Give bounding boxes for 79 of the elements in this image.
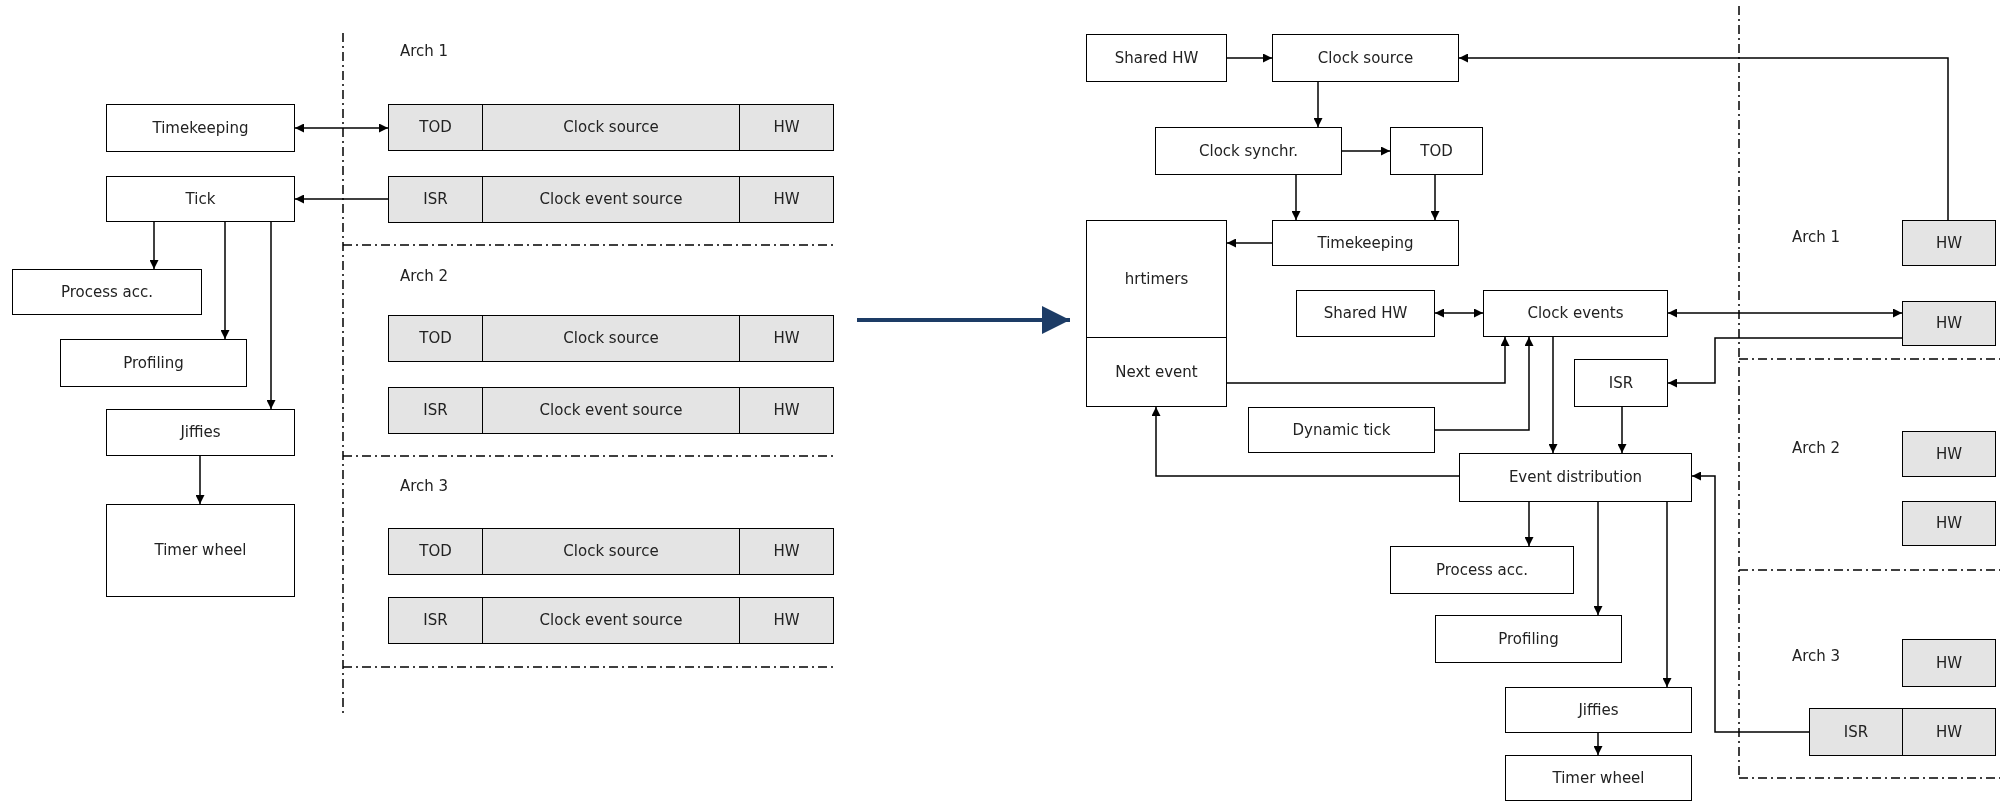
arrow (1226, 53, 1273, 63)
arrow (1313, 81, 1323, 128)
arrow (1226, 336, 1510, 384)
arrow (1524, 501, 1534, 547)
arrow (1341, 146, 1391, 156)
process-box: Clock synchr. (1155, 127, 1342, 175)
hardware-box: Clock event source (482, 597, 740, 644)
process-box: hrtimers (1086, 220, 1227, 338)
region-label: Arch 2 (1792, 439, 1841, 458)
hardware-box: ISR (1809, 708, 1903, 756)
region-label: Arch 2 (400, 267, 449, 286)
hardware-box: HW (1902, 431, 1996, 477)
hardware-box: HW (739, 315, 834, 362)
hardware-box: HW (1902, 220, 1996, 266)
process-box: Shared HW (1296, 290, 1435, 337)
hardware-box: Clock source (482, 528, 740, 575)
process-box: ISR (1574, 359, 1668, 407)
hardware-box: ISR (388, 597, 483, 644)
arrow (1617, 406, 1627, 454)
hardware-box: HW (1902, 501, 1996, 546)
process-box: Shared HW (1086, 34, 1227, 82)
arrow (1593, 732, 1603, 756)
hardware-box: TOD (388, 528, 483, 575)
hardware-box: HW (1902, 301, 1996, 346)
hardware-box: TOD (388, 104, 483, 151)
region-label: Arch 3 (400, 477, 449, 496)
arrow (1434, 336, 1534, 431)
arrow (195, 455, 205, 505)
hardware-box: TOD (388, 315, 483, 362)
arrow (1662, 501, 1672, 688)
arrow (220, 221, 230, 340)
arrow (1151, 406, 1460, 477)
arrow (1548, 336, 1558, 454)
arrow (149, 221, 159, 270)
arrow (1226, 238, 1273, 248)
arrow (294, 123, 389, 133)
hardware-box: HW (1902, 708, 1996, 756)
hardware-box: HW (739, 528, 834, 575)
hardware-box: HW (739, 176, 834, 223)
region-label: Arch 1 (1792, 228, 1841, 247)
process-box: Clock source (1272, 34, 1459, 82)
arrow (1458, 53, 1949, 221)
hardware-box: ISR (388, 387, 483, 434)
arrow (1667, 308, 1903, 318)
process-box: Process acc. (12, 269, 202, 315)
hardware-box: Clock event source (482, 387, 740, 434)
hardware-box: Clock source (482, 315, 740, 362)
process-box: Dynamic tick (1248, 407, 1435, 453)
hardware-box: Clock event source (482, 176, 740, 223)
hardware-box: Clock source (482, 104, 740, 151)
arrow (294, 194, 389, 204)
hardware-box: ISR (388, 176, 483, 223)
process-box: Timer wheel (1505, 755, 1692, 801)
process-box: Clock events (1483, 290, 1668, 337)
hardware-box: HW (739, 104, 834, 151)
hardware-box: HW (739, 387, 834, 434)
process-box: Timekeeping (1272, 220, 1459, 266)
process-box: Timekeeping (106, 104, 295, 152)
arrow (1691, 471, 1810, 733)
process-box: Profiling (60, 339, 247, 387)
process-box: Next event (1086, 337, 1227, 407)
arrow (1434, 308, 1484, 318)
process-box: Profiling (1435, 615, 1622, 663)
hardware-box: HW (739, 597, 834, 644)
region-label: Arch 1 (400, 42, 449, 61)
hardware-box: HW (1902, 639, 1996, 687)
arrow (266, 221, 276, 410)
process-box: Timer wheel (106, 504, 295, 597)
region-label: Arch 3 (1792, 647, 1841, 666)
arrow (1667, 337, 1903, 388)
process-box: Jiffies (1505, 687, 1692, 733)
process-box: Process acc. (1390, 546, 1574, 594)
arrow (1430, 174, 1440, 221)
process-box: TOD (1390, 127, 1483, 175)
arrow (1593, 501, 1603, 616)
process-box: Event distribution (1459, 453, 1692, 502)
process-box: Jiffies (106, 409, 295, 456)
arrow (1291, 174, 1301, 221)
process-box: Tick (106, 176, 295, 222)
